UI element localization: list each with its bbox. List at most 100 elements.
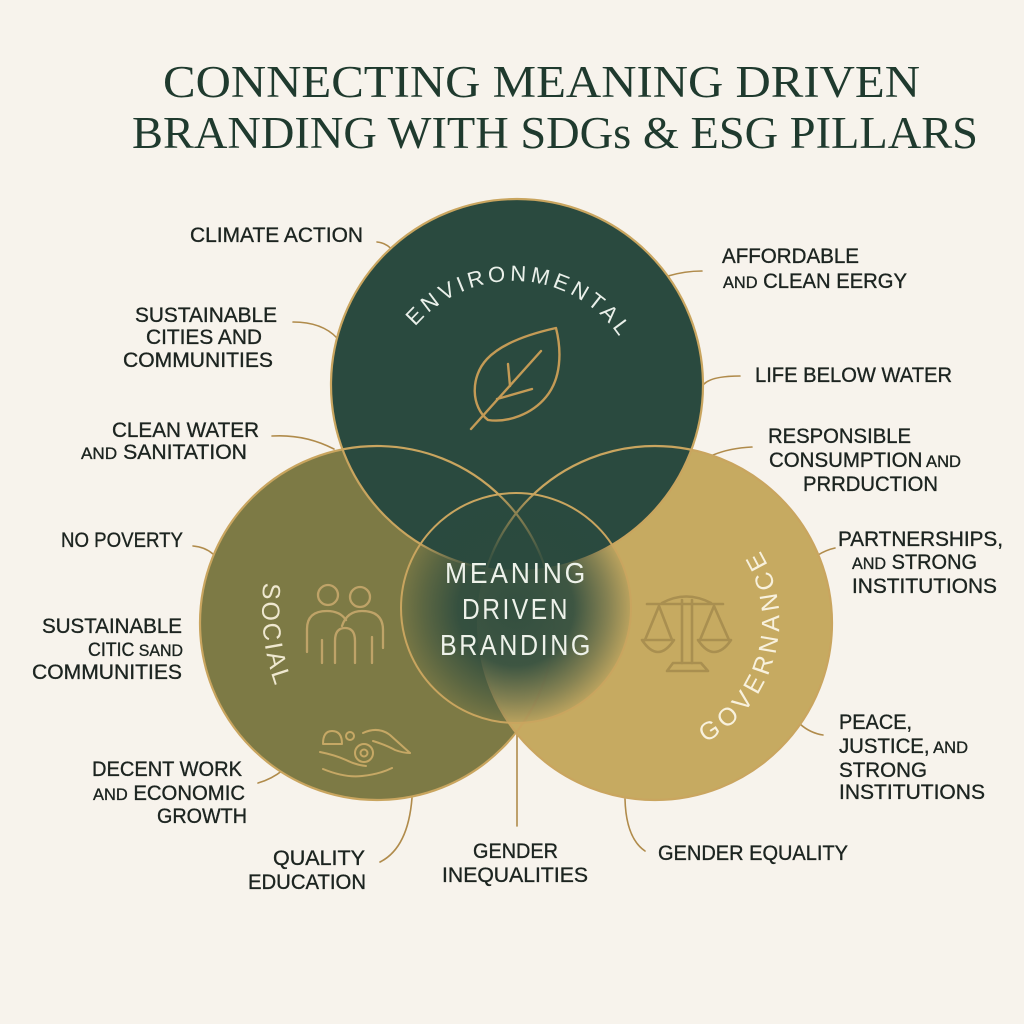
environmental-circle bbox=[331, 199, 703, 571]
sdg-label-climate-action: CLIMATE ACTION bbox=[190, 224, 363, 247]
small-caps-segment: AND bbox=[930, 738, 968, 757]
sdg-label-line: AND CLEAN EERGY bbox=[723, 270, 907, 293]
sdg-label-line: LIFE BELOW WATER bbox=[755, 364, 952, 387]
sdg-label-line: CITIES AND bbox=[146, 326, 262, 349]
sdg-label-line: STRONG bbox=[839, 759, 927, 782]
sdg-label-line: QUALITY bbox=[273, 847, 365, 870]
small-caps-segment: AND bbox=[723, 273, 758, 292]
sdg-label-sustainable-cities-2: SUSTAINABLE CITIC SAND COMMUNITIES bbox=[32, 615, 183, 684]
sdg-label-line: CONSUMPTION AND bbox=[769, 449, 961, 472]
sdg-label-quality-education: QUALITY EDUCATION bbox=[248, 847, 366, 894]
label-segment: ECONOMIC bbox=[128, 782, 245, 805]
coin-detail bbox=[359, 748, 369, 758]
hand-base-line bbox=[322, 767, 393, 778]
sdg-label-line: INSTITUTIONS bbox=[852, 575, 997, 598]
sdg-label-gender-equality: GENDER EQUALITY bbox=[658, 842, 848, 865]
sdg-label-line: SUSTAINABLE bbox=[135, 304, 277, 327]
person-head bbox=[316, 583, 340, 607]
leaf-icon bbox=[469, 326, 561, 431]
helping-hand-coins-icon bbox=[319, 729, 411, 778]
sdg-label-line: NO POVERTY bbox=[61, 529, 183, 552]
sdg-label-line: AND STRONG bbox=[852, 551, 977, 574]
sdg-label-line: DECENT WORK bbox=[92, 758, 242, 781]
sdg-label-line: GROWTH bbox=[157, 805, 247, 828]
sdg-label-gender-inequalities: GENDER INEQUALITIES bbox=[442, 840, 588, 887]
connector-sustainable-cities-1 bbox=[292, 321, 338, 339]
sdg-label-line: CLEAN WATER bbox=[112, 419, 259, 442]
sdg-label-line: CITIC SAND bbox=[88, 640, 183, 661]
leaf-vein bbox=[495, 387, 534, 401]
person-head bbox=[348, 585, 372, 609]
sdg-label-partnerships: PARTNERSHIPS, AND STRONG INSTITUTIONS bbox=[838, 528, 1003, 598]
hand-dome bbox=[322, 730, 343, 745]
sdg-label-line: JUSTICE, AND bbox=[839, 735, 968, 758]
connector-gender-equality bbox=[624, 798, 646, 852]
sdg-label-line: AND ECONOMIC bbox=[93, 782, 245, 805]
person-shoulders bbox=[305, 609, 348, 654]
sdg-label-line: PRRDUCTION bbox=[803, 473, 938, 496]
small-caps-segment: AND bbox=[922, 452, 961, 471]
scales-of-justice-icon bbox=[640, 595, 733, 673]
label-segment: CLEAN EERGY bbox=[758, 270, 907, 293]
small-caps-segment: AND bbox=[852, 554, 886, 573]
leaf-vein bbox=[506, 362, 512, 388]
sdg-label-line: COMMUNITIES bbox=[32, 661, 182, 684]
small-caps-segment: SAND bbox=[134, 641, 183, 660]
connector-affordable-energy bbox=[667, 270, 703, 277]
leaf-midrib bbox=[469, 349, 543, 431]
connector-lines bbox=[192, 241, 836, 863]
sdg-label-line: CLIMATE ACTION bbox=[190, 224, 363, 247]
title-line-2: BRANDING WITH SDGs & ESG PILLARS bbox=[132, 108, 978, 158]
scale-left-strings bbox=[643, 604, 674, 642]
label-segment: STRONG bbox=[886, 551, 977, 574]
center-label-line: DRIVEN bbox=[462, 594, 570, 626]
scale-left-pan bbox=[640, 638, 676, 654]
connector-quality-education bbox=[379, 797, 413, 863]
connector-peace-justice bbox=[799, 723, 824, 736]
meaning-driven-branding-circle-outline bbox=[400, 492, 632, 724]
sdg-label-decent-work: DECENT WORK AND ECONOMIC GROWTH bbox=[92, 758, 247, 828]
sdg-label-line: COMMUNITIES bbox=[123, 349, 273, 372]
sdg-label-line: EDUCATION bbox=[248, 871, 366, 894]
label-segment: CONSUMPTION bbox=[769, 449, 922, 472]
connector-partnerships bbox=[817, 547, 836, 556]
scale-column bbox=[680, 598, 694, 665]
sdg-label-line: INSTITUTIONS bbox=[839, 781, 985, 804]
people-icon bbox=[305, 583, 385, 665]
sdg-label-line: AFFORDABLE bbox=[722, 245, 859, 268]
hand-finger-line bbox=[372, 740, 411, 754]
center-label-line: MEANING bbox=[445, 558, 588, 590]
sdg-label-line: PARTNERSHIPS, bbox=[838, 528, 1003, 551]
sdg-label-line: GENDER bbox=[473, 840, 558, 863]
small-caps-segment: AND bbox=[93, 785, 128, 804]
label-segment: SANITATION bbox=[117, 441, 247, 464]
small-coin bbox=[345, 731, 355, 741]
small-caps-segment: AND bbox=[81, 444, 117, 463]
sdg-label-affordable-energy: AFFORDABLE AND CLEAN EERGY bbox=[722, 245, 907, 293]
connector-no-poverty bbox=[192, 545, 214, 555]
label-segment: JUSTICE, bbox=[839, 735, 930, 758]
meaning-driven-branding-core: MEANING DRIVEN BRANDING bbox=[400, 492, 632, 724]
connector-life-below-water bbox=[703, 375, 741, 385]
person-inner-arch bbox=[333, 626, 357, 665]
person-shoulders bbox=[340, 609, 385, 650]
center-label-line: BRANDING bbox=[440, 630, 593, 662]
hand-palm-line bbox=[319, 751, 367, 767]
label-segment: CITIC bbox=[88, 640, 134, 661]
connector-clean-water bbox=[271, 434, 335, 450]
coin bbox=[354, 743, 374, 763]
connector-responsible-consumption bbox=[712, 446, 753, 456]
scale-base bbox=[665, 661, 710, 673]
sdg-label-responsible-consumption: RESPONSIBLE CONSUMPTION AND PRRDUCTION bbox=[768, 425, 961, 496]
sdg-label-line: SUSTAINABLE bbox=[42, 615, 182, 638]
sdg-label-line: RESPONSIBLE bbox=[768, 425, 911, 448]
sdg-label-line: PEACE, bbox=[839, 711, 912, 734]
meaning-driven-branding-circle bbox=[401, 493, 631, 723]
title-line-1: CONNECTING MEANING DRIVEN bbox=[163, 57, 920, 107]
page-title: CONNECTING MEANING DRIVEN BRANDING WITH … bbox=[132, 57, 978, 158]
sdg-label-line: INEQUALITIES bbox=[442, 864, 588, 887]
scale-right-strings bbox=[698, 604, 731, 642]
sdg-label-life-below-water: LIFE BELOW WATER bbox=[755, 364, 952, 387]
sdg-label-no-poverty: NO POVERTY bbox=[61, 529, 183, 552]
